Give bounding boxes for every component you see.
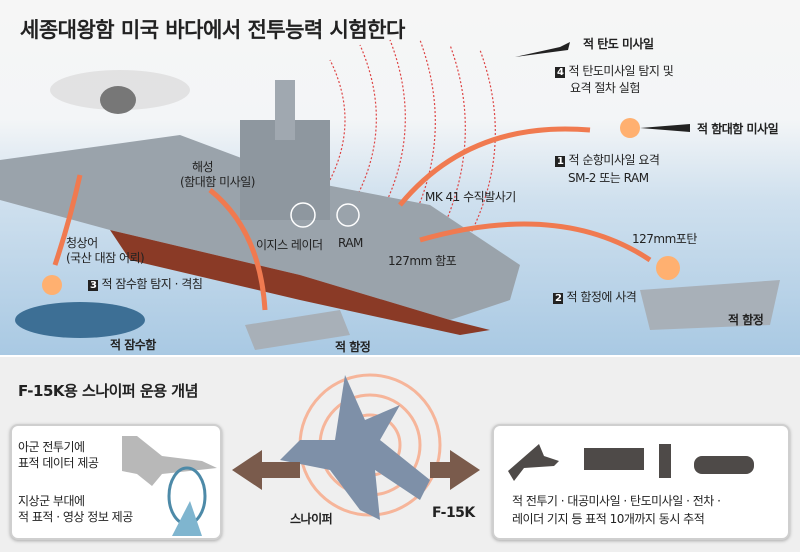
label-enemy-ship-right: 적 함정 <box>728 313 764 327</box>
arrows <box>52 126 652 311</box>
step1-line2: SM-2 또는 RAM <box>568 171 649 185</box>
label-f15k: F-15K <box>432 505 475 521</box>
fighter-jet-icon <box>122 436 217 486</box>
left-arrow-icon <box>232 450 300 490</box>
step4-line2: 요격 절차 실험 <box>570 81 640 95</box>
page-title: 세종대왕함 미국 바다에서 전투능력 시험한다 <box>20 18 405 42</box>
label-enemy-ship-center: 적 함정 <box>335 340 371 354</box>
f15k-aircraft <box>280 375 430 520</box>
step4-line1: 적 탄도미사일 탐지 및 <box>568 64 674 78</box>
torpedo-line2: (국산 대잠 어뢰) <box>66 251 145 265</box>
enemy-ships <box>245 280 780 350</box>
helicopter <box>50 70 190 114</box>
label-ballistic-missile: 적 탄도 미사일 <box>583 37 654 51</box>
target-silhouettes-icon <box>508 444 754 481</box>
haesung-line2: (함대함 미사일) <box>180 175 255 189</box>
left-item1-line2: 표적 데이터 제공 <box>18 456 99 470</box>
left-info-box: 아군 전투기에 표적 데이터 제공 지상군 부대에 적 표적 · 영상 정보 제… <box>10 424 222 540</box>
step1-line1: 적 순항미사일 요격 <box>568 153 660 167</box>
right-arrow-icon <box>430 450 480 490</box>
step-number: 2 <box>553 293 564 304</box>
right-info-box: 적 전투기 · 대공미사일 · 탄도미사일 · 전차 · 레이더 기지 등 표적… <box>492 424 790 540</box>
torpedo-line1: 청상어 <box>66 236 98 250</box>
label-ram: RAM <box>338 236 363 250</box>
right-line1: 적 전투기 · 대공미사일 · 탄도미사일 · 전차 · <box>512 494 721 508</box>
label-anti-ship-missile: 적 함대함 미사일 <box>697 122 779 136</box>
step-number: 4 <box>555 67 566 78</box>
label-mk41: MK 41 수직발사기 <box>425 190 516 204</box>
explosions <box>42 118 680 295</box>
haesung-line1: 해성 <box>192 160 214 174</box>
missiles <box>515 42 690 132</box>
step2-text: 적 함정에 사격 <box>566 290 637 304</box>
left-item2-line2: 적 표적 · 영상 정보 제공 <box>18 510 133 524</box>
step3-text: 적 잠수함 탐지 · 격침 <box>101 277 203 291</box>
label-shell: 127mm포탄 <box>632 232 697 246</box>
step-number: 3 <box>88 280 99 291</box>
sniper-heading: F-15K용 스나이퍼 운용 개념 <box>18 382 198 400</box>
destroyer <box>0 80 520 335</box>
radar-waves <box>329 39 496 236</box>
step-number: 1 <box>555 156 566 167</box>
right-line2: 레이더 기지 등 표적 10개까지 동시 추적 <box>512 512 705 526</box>
label-aegis-radar: 이지스 레이더 <box>256 238 323 252</box>
label-enemy-sub: 적 잠수함 <box>110 338 156 352</box>
left-item1-line1: 아군 전투기에 <box>18 440 85 454</box>
left-item2-line1: 지상군 부대에 <box>18 494 85 508</box>
label-sniper-pod: 스나이퍼 <box>290 512 333 526</box>
label-gun: 127mm 함포 <box>388 254 457 268</box>
enemy-submarine <box>15 302 145 338</box>
satellite-dish-icon <box>167 466 207 536</box>
